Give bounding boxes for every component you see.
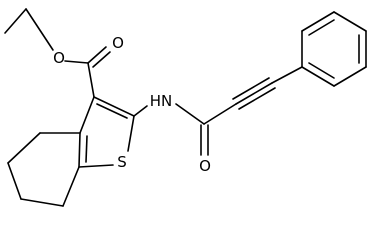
bond-triple-1 bbox=[235, 82, 273, 105]
bond-n-carbonyl bbox=[175, 103, 205, 125]
bond-ph-6 bbox=[301, 66, 335, 87]
bond-ph-3 bbox=[333, 11, 367, 32]
bond-ph-inner-3 bbox=[308, 62, 335, 79]
bond-ph-2 bbox=[301, 11, 335, 32]
atom-label-amide-nitrogen: HN bbox=[150, 92, 173, 110]
bond-o-carbonyl-carbon bbox=[64, 60, 89, 64]
ethyl-group bbox=[4, 8, 54, 51]
bond-carbonyl-c-o-double-1 bbox=[87, 46, 107, 64]
bond-ph-inner-1 bbox=[308, 19, 335, 36]
atom-label-carbonyl-oxygen: O bbox=[112, 34, 124, 52]
bond-c3a-c3 bbox=[79, 96, 95, 134]
bond-triple-3 bbox=[238, 87, 276, 110]
bond-carbonyl-alkyne bbox=[203, 103, 237, 125]
bond-c2-n bbox=[133, 105, 148, 117]
bond-c7-c7a bbox=[62, 166, 80, 207]
bond-c7a-c3a-inner bbox=[85, 135, 88, 163]
bond-c2-s bbox=[127, 115, 135, 152]
thiophene-ring bbox=[78, 96, 135, 168]
bond-carbonyl-c-o-double-2 bbox=[92, 51, 111, 68]
bond-c7a-c3a bbox=[78, 132, 81, 168]
bond-c3-c2-inner bbox=[96, 103, 128, 119]
ester-group bbox=[64, 46, 111, 98]
bond-triple-2 bbox=[232, 77, 270, 100]
bond-alkyne-phenyl bbox=[271, 66, 303, 84]
bond-ph-5 bbox=[333, 66, 367, 87]
atom-label-sulfur: S bbox=[117, 153, 127, 171]
atom-label-ester-oxygen: O bbox=[53, 49, 65, 67]
bond-methyl-ch2 bbox=[4, 8, 27, 34]
bond-c5-c6 bbox=[7, 162, 22, 200]
bond-ch2-o bbox=[25, 8, 54, 51]
bond-s-c7a bbox=[78, 164, 114, 168]
amide-group bbox=[133, 103, 209, 156]
bond-c3-c2 bbox=[93, 96, 135, 117]
bond-c4-c5 bbox=[7, 132, 41, 164]
phenyl-ring bbox=[301, 11, 367, 87]
bond-c6-c7 bbox=[20, 198, 64, 207]
cyclohexane-ring bbox=[7, 132, 81, 207]
bond-carbonyl-to-ring bbox=[87, 62, 95, 98]
atom-label-amide-oxygen: O bbox=[199, 157, 211, 175]
alkyne-group bbox=[203, 66, 303, 125]
chemical-structure-diagram: O O HN O S bbox=[4, 8, 367, 207]
